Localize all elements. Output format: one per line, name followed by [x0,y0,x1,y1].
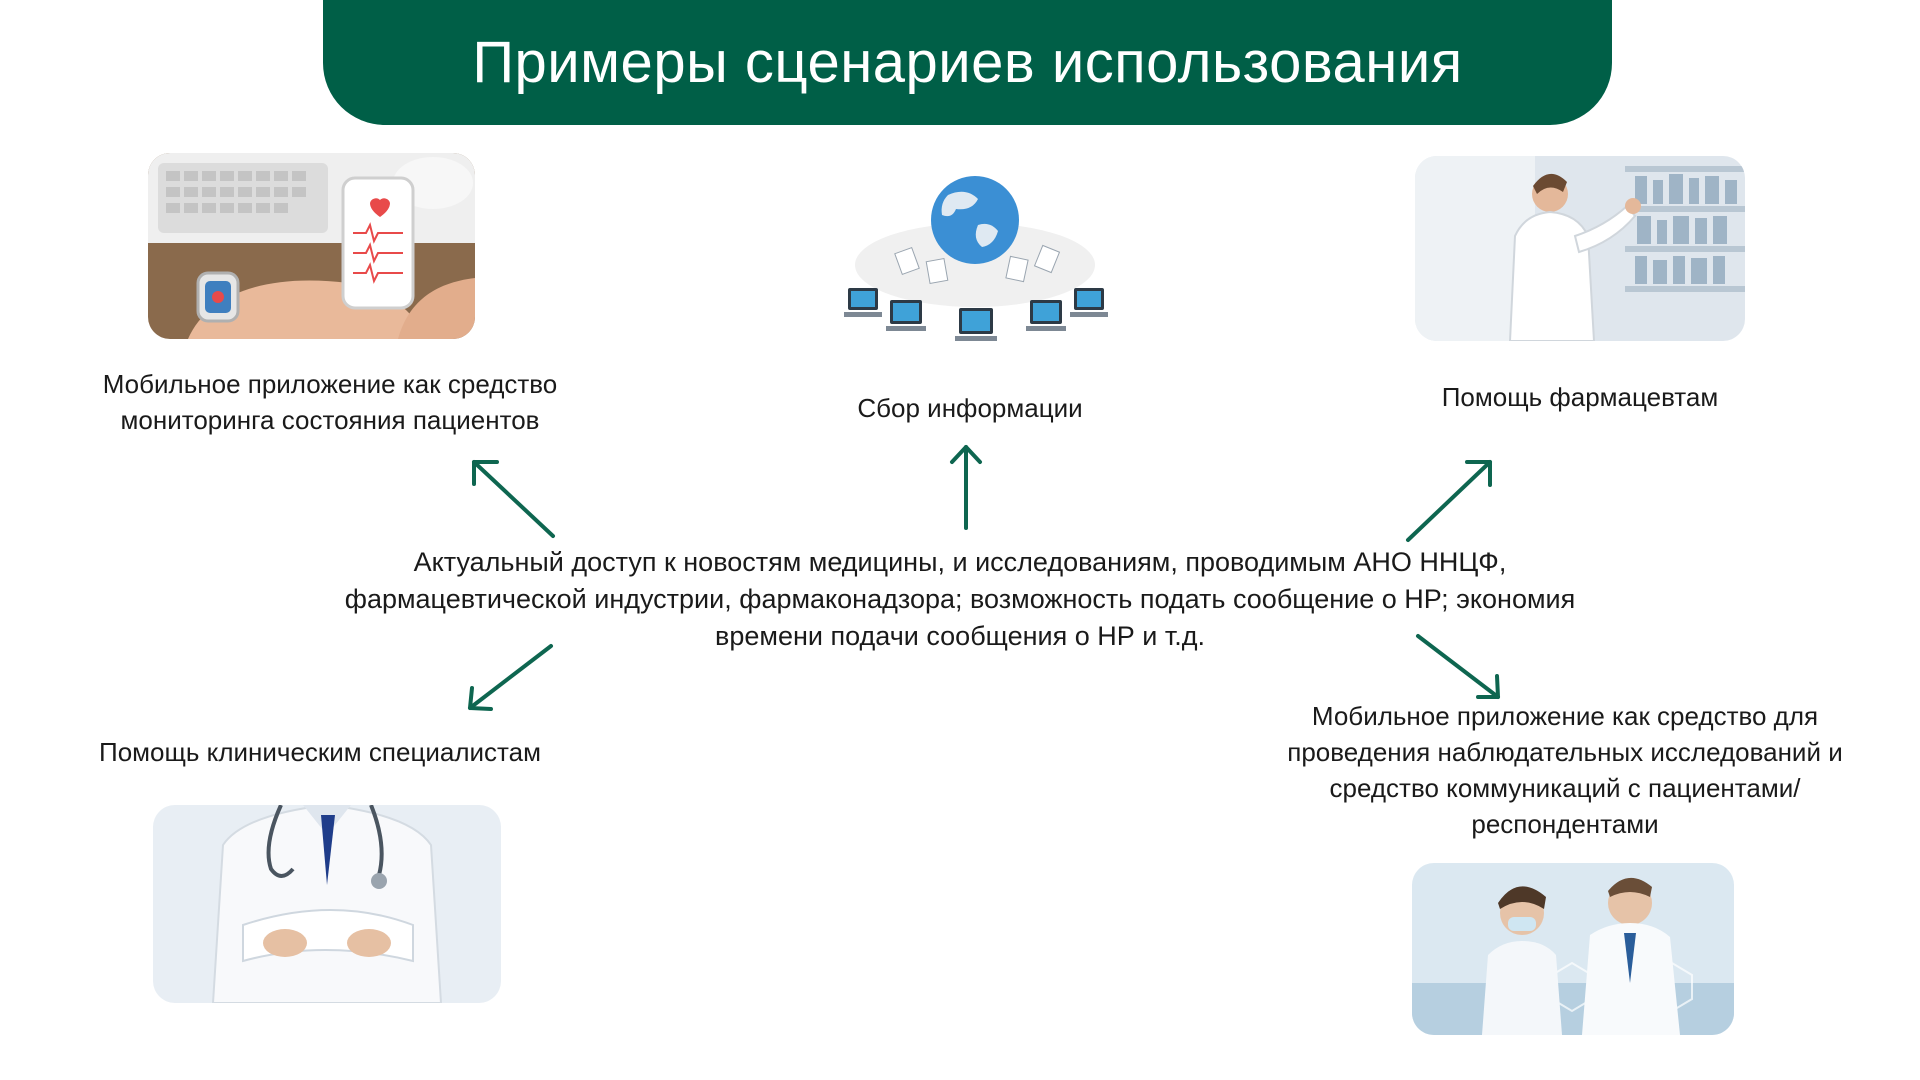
title-banner: Примеры сценариев использования [323,0,1612,125]
researchers-photo [1412,863,1734,1035]
page-title: Примеры сценариев использования [472,30,1463,95]
label-clinician-help: Помощь клиническим специалистам [99,737,541,767]
label-info-collection: Сбор информации [857,393,1083,423]
label-observational-studies: Мобильное приложение как средство для пр… [1287,701,1843,839]
globe-network-photo [838,170,1113,360]
doctor-photo [153,805,501,1003]
arrow-to-clinician-help [468,644,553,711]
label-pharmacist-help: Помощь фармацевтам [1441,382,1719,412]
center-description: Актуальный доступ к новостям медицины, и… [344,547,1576,651]
pharmacist-photo [1415,156,1745,341]
arrow-to-observational-studies [1416,634,1500,699]
arrow-to-mobile-monitoring [472,460,555,538]
arrow-to-info-collection [950,445,982,530]
arrow-to-pharmacist-help [1406,460,1492,542]
smartwatch-phone-photo [148,153,475,339]
label-mobile-monitoring: Мобильное приложение как средство монито… [102,369,558,435]
